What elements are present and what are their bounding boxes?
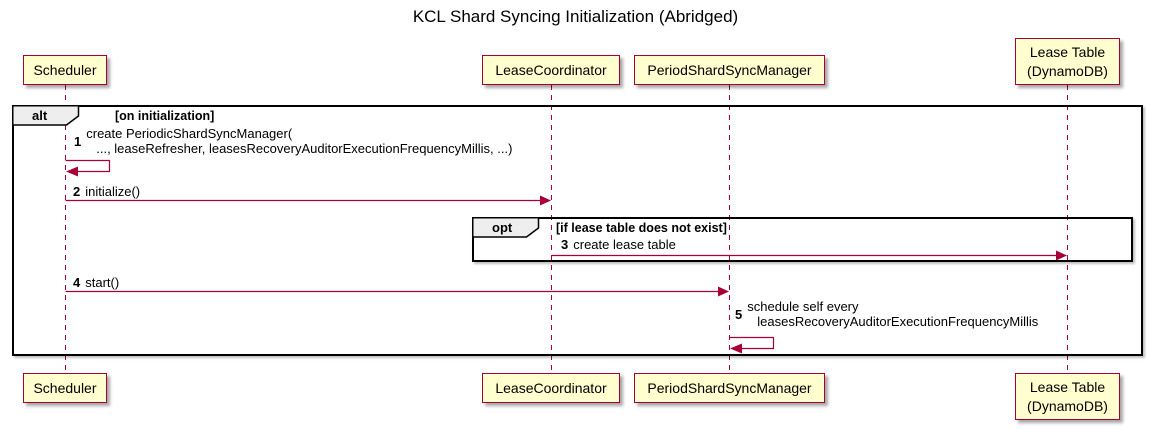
message-5-line-1: schedule self every bbox=[747, 299, 859, 314]
opt-frame: opt [if lease table does not exist] bbox=[472, 217, 1133, 262]
participant-period-shard-sync-manager-top: PeriodShardSyncManager bbox=[634, 55, 825, 85]
opt-operator-label: opt bbox=[492, 220, 513, 235]
message-1-line-2: ..., leaseRefresher, leasesRecoveryAudit… bbox=[96, 141, 513, 156]
participant-label: LeaseCoordinator bbox=[495, 379, 607, 396]
message-3-text: create lease table bbox=[573, 237, 676, 252]
participant-lease-coordinator-bottom: LeaseCoordinator bbox=[482, 373, 620, 403]
alt-operator-pentagon bbox=[12, 105, 80, 126]
message-4-label: 4 start() bbox=[73, 275, 119, 290]
arrowhead-message-1 bbox=[66, 166, 78, 177]
opt-guard-label: [if lease table does not exist] bbox=[556, 221, 727, 235]
message-5-seq: 5 bbox=[735, 306, 743, 322]
arrowhead-message-5 bbox=[730, 343, 742, 354]
message-1-text: create PeriodicShardSyncManager( ..., le… bbox=[86, 126, 512, 156]
message-4-text: start() bbox=[85, 275, 119, 290]
alt-frame: alt [on initialization] bbox=[12, 105, 1143, 356]
message-5-line-2: leasesRecoveryAuditorExecutionFrequencyM… bbox=[757, 314, 1039, 329]
message-4-line-1: start() bbox=[85, 275, 120, 290]
participant-period-shard-sync-manager-bottom: PeriodShardSyncManager bbox=[634, 373, 825, 403]
message-2-line-1: initialize() bbox=[85, 184, 141, 199]
participant-sublabel: (DynamoDB) bbox=[1027, 62, 1108, 79]
arrowhead-message-2 bbox=[540, 195, 551, 206]
participant-label: Lease Table bbox=[1029, 43, 1106, 60]
message-4-seq: 4 bbox=[73, 275, 81, 290]
message-2-text: initialize() bbox=[85, 184, 140, 199]
message-1-line-1: create PeriodicShardSyncManager( bbox=[86, 126, 293, 141]
message-1-label: 1 create PeriodicShardSyncManager( ..., … bbox=[74, 126, 512, 156]
message-3-label: 3 create lease table bbox=[561, 237, 676, 252]
alt-operator-label: alt bbox=[32, 108, 48, 123]
participant-scheduler-top: Scheduler bbox=[23, 55, 107, 85]
participant-label: Scheduler bbox=[33, 379, 97, 396]
message-2-seq: 2 bbox=[73, 184, 81, 199]
participant-scheduler-bottom: Scheduler bbox=[23, 373, 107, 403]
message-3-line-1: create lease table bbox=[573, 237, 676, 252]
participant-label: LeaseCoordinator bbox=[495, 61, 607, 78]
arrowhead-message-4 bbox=[718, 286, 729, 297]
message-2-label: 2 initialize() bbox=[73, 184, 140, 199]
opt-operator-pentagon bbox=[472, 217, 540, 238]
message-1-seq: 1 bbox=[74, 133, 82, 149]
arrowhead-message-3 bbox=[1056, 250, 1067, 261]
arrow-message-1-self bbox=[65, 159, 111, 173]
participant-label: Lease Table bbox=[1029, 378, 1106, 395]
arrow-message-5-self bbox=[729, 336, 775, 350]
participant-lease-table-top: Lease Table (DynamoDB) bbox=[1015, 38, 1120, 85]
participant-lease-coordinator-top: LeaseCoordinator bbox=[482, 55, 620, 85]
diagram-title: KCL Shard Syncing Initialization (Abridg… bbox=[412, 7, 739, 26]
participant-label: PeriodShardSyncManager bbox=[647, 379, 812, 396]
message-3-seq: 3 bbox=[561, 237, 569, 252]
participant-label: Scheduler bbox=[33, 61, 97, 78]
message-5-label: 5 schedule self every leasesRecoveryAudi… bbox=[735, 299, 1038, 329]
alt-guard-label: [on initialization] bbox=[115, 109, 215, 123]
participant-lease-table-bottom: Lease Table (DynamoDB) bbox=[1015, 373, 1120, 420]
participant-label: PeriodShardSyncManager bbox=[647, 61, 812, 78]
message-5-text: schedule self every leasesRecoveryAudito… bbox=[747, 299, 1038, 329]
participant-sublabel: (DynamoDB) bbox=[1027, 397, 1108, 414]
